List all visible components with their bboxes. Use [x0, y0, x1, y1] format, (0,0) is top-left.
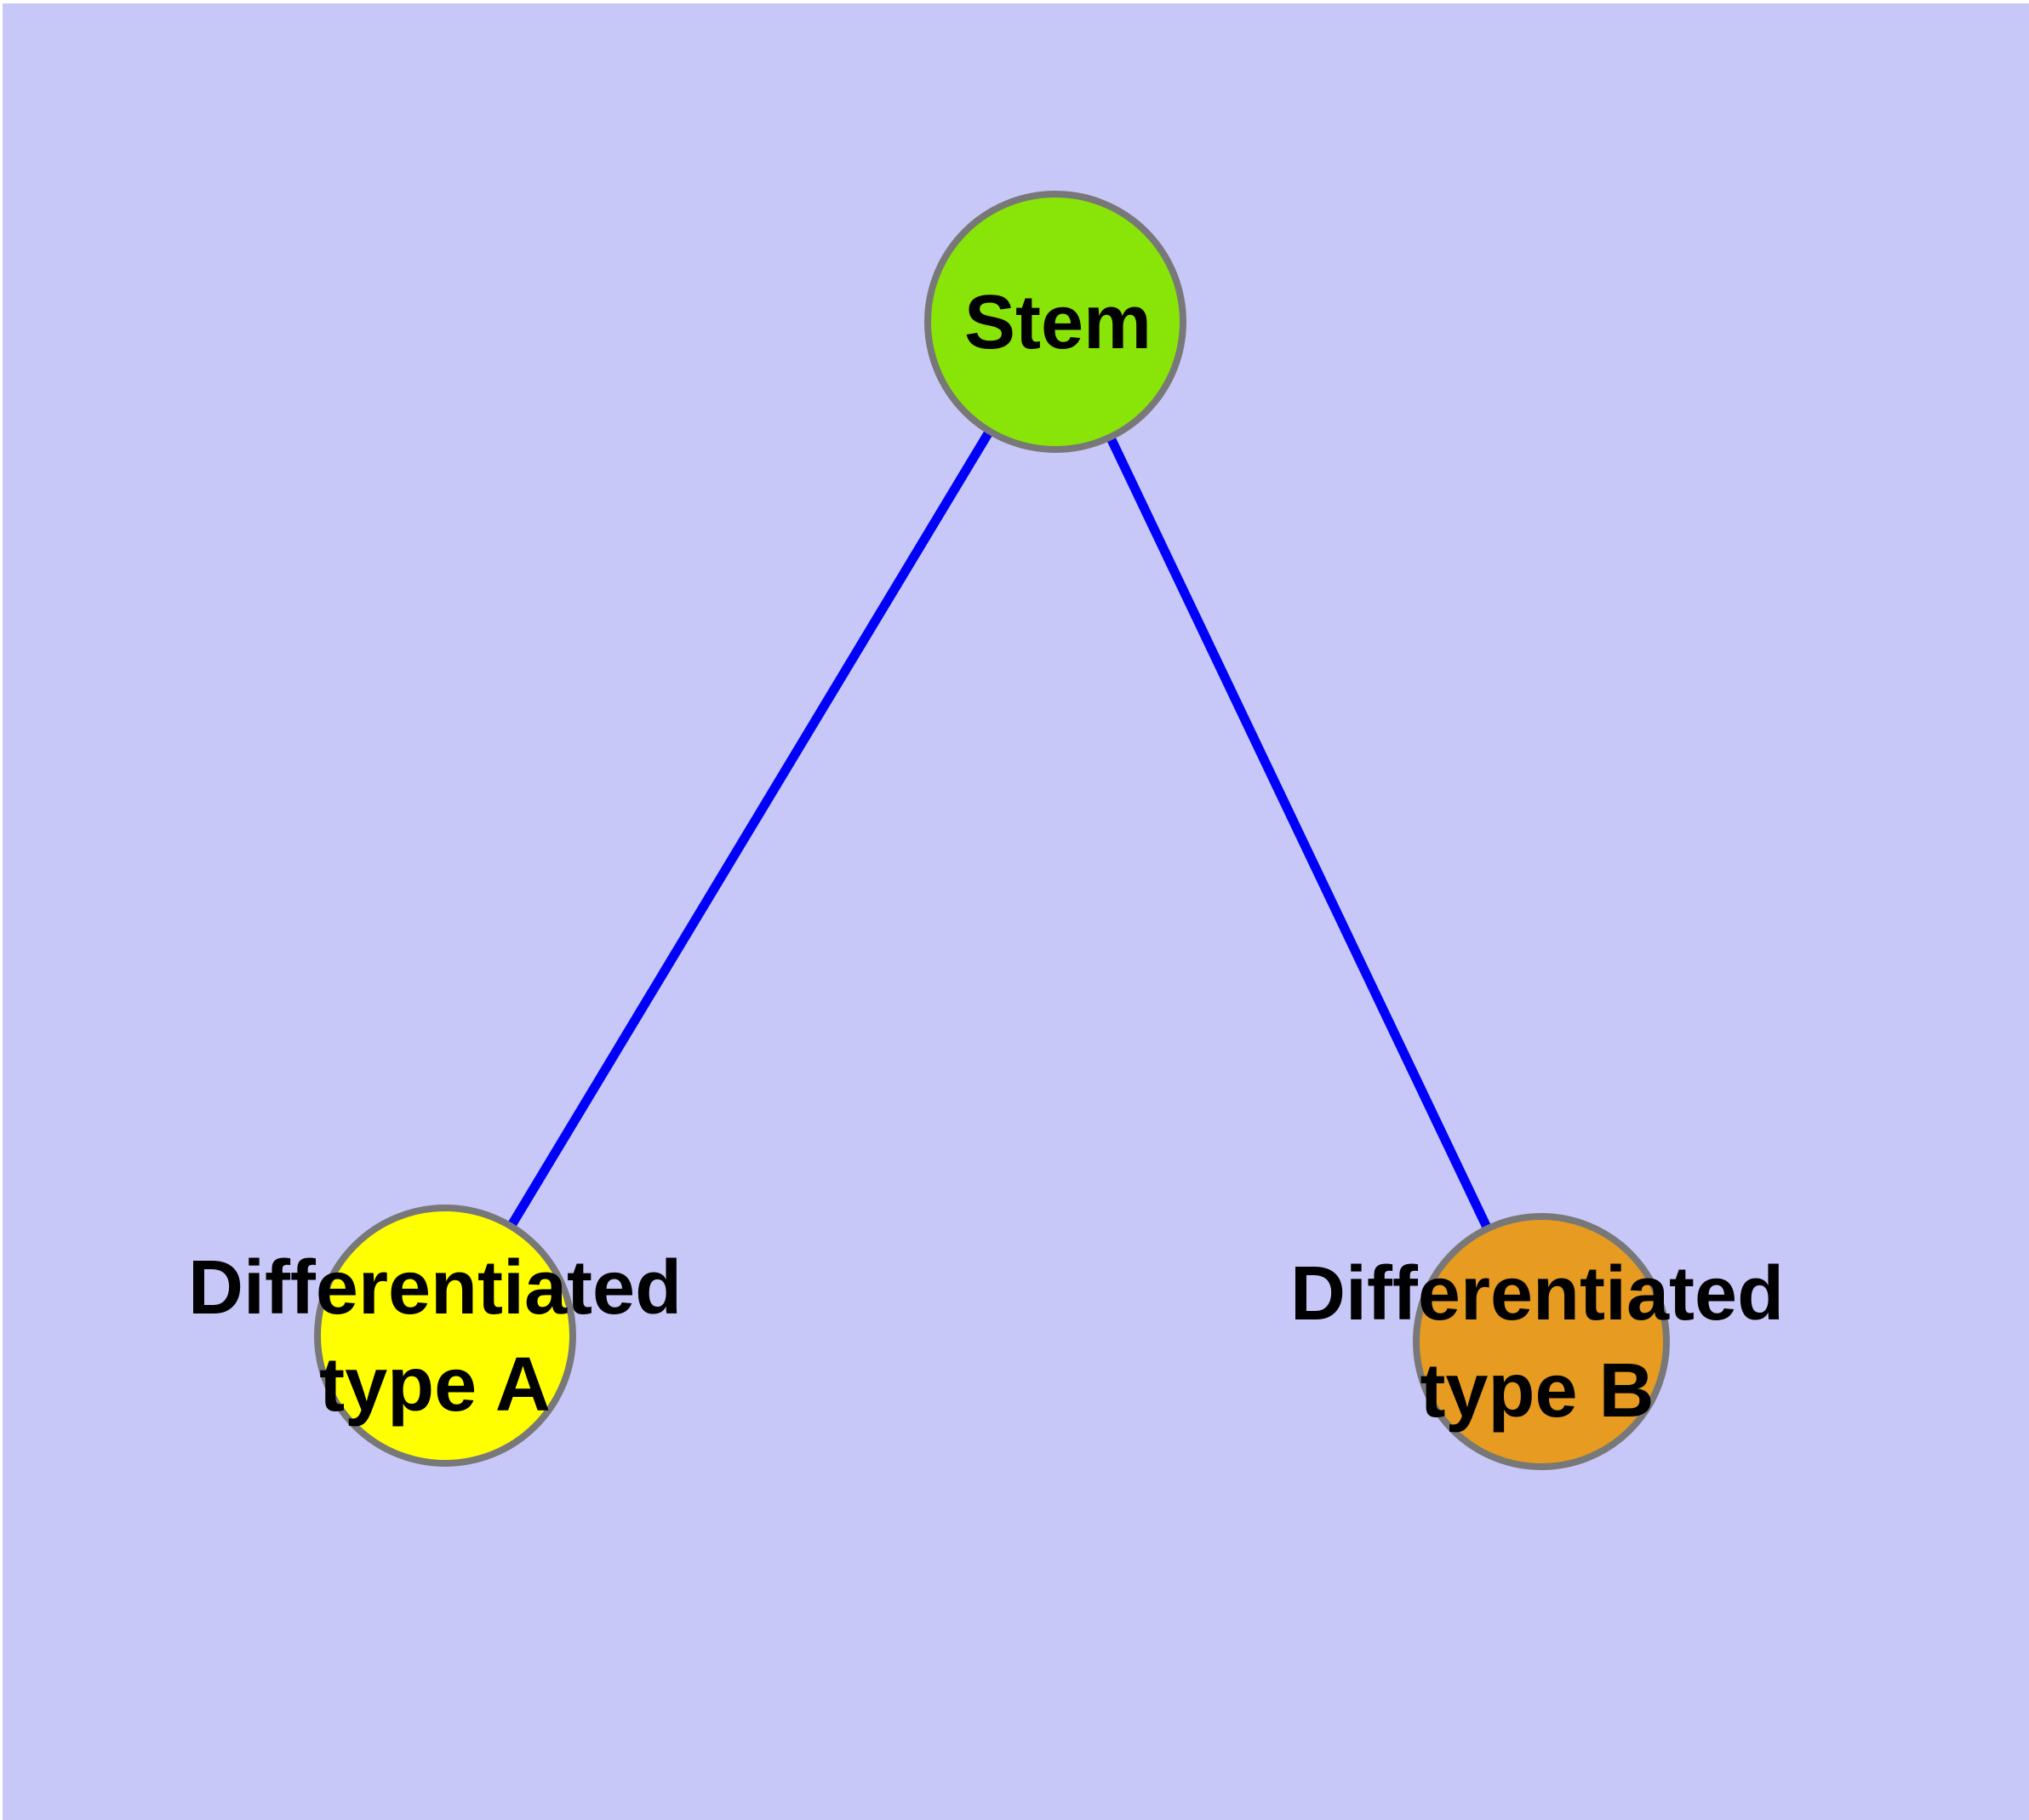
graph-svg [314, 191, 1670, 1470]
node-stem-circle [924, 191, 1186, 453]
graph-canvas: Stem Differentiated type A Differentiate… [3, 3, 2029, 1820]
node-typeA-circle [314, 1205, 576, 1467]
edge-stem-to-typeB [1051, 319, 1546, 1344]
node-typeB-label: Differentiated type B [1289, 1251, 1785, 1434]
node-typeB-circle [1413, 1213, 1670, 1470]
node-stem-label: Stem [963, 280, 1152, 365]
node-typeA-label: Differentiated type A [187, 1245, 683, 1428]
edge-stem-to-typeA [441, 319, 1060, 1338]
